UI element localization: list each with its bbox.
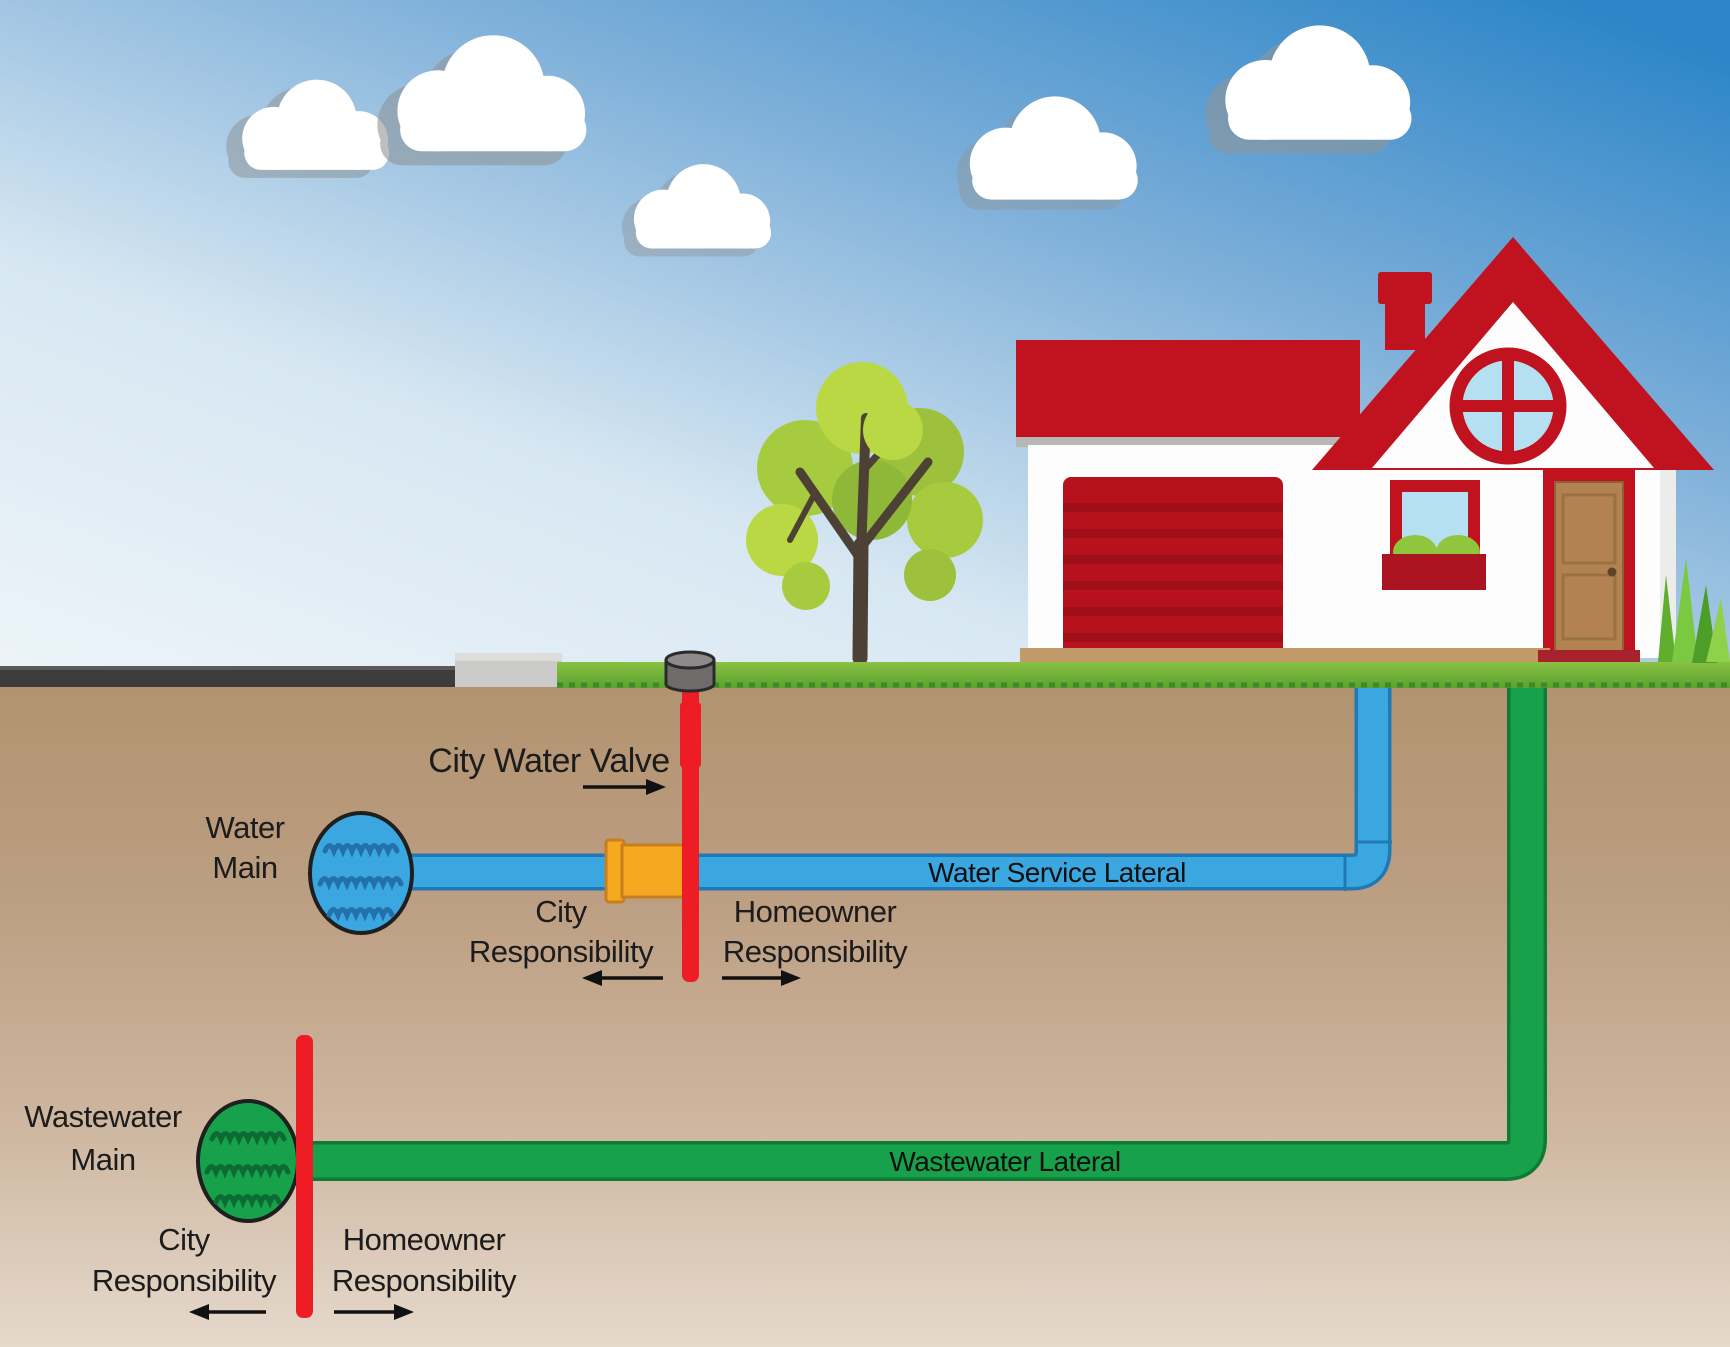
round-window: [1449, 347, 1567, 465]
front-door: [1543, 470, 1635, 658]
road-edge-highlight: [0, 666, 457, 670]
wastewater-lateral-pipe: [310, 688, 1547, 1181]
wastewater-divider-line: [296, 1035, 313, 1318]
pipe-elbow-seam: [1343, 840, 1392, 891]
city-water-valve-label: City Water Valve: [428, 742, 669, 780]
water-service-lateral-label: Water Service Lateral: [928, 857, 1186, 888]
garage-door: [1063, 477, 1283, 658]
water-homeowner-responsibility-line2: Responsibility: [723, 934, 908, 969]
water-city-left-arrow: [582, 970, 663, 986]
ww-homeowner-responsibility-line2: Responsibility: [332, 1263, 517, 1298]
chimney: [1378, 272, 1432, 350]
ww-city-responsibility-line1: City: [158, 1222, 210, 1257]
flower-box: [1382, 554, 1486, 590]
water-main-label-line2: Main: [212, 850, 277, 885]
wastewater-lateral-label: Wastewater Lateral: [889, 1146, 1120, 1177]
grass: [557, 662, 1730, 688]
water-main-label-line1: Water: [205, 810, 284, 845]
ground-dirt: [0, 686, 1730, 1347]
water-service-lateral-pipe: [404, 688, 1392, 891]
wastewater-main-label-line1: Wastewater: [24, 1099, 182, 1134]
water-city-responsibility-line2: Responsibility: [469, 934, 654, 969]
grass-tuft: [1658, 558, 1730, 663]
water-main-waves: [317, 843, 404, 922]
ww-homeowner-right-arrow: [334, 1304, 414, 1320]
wastewater-main-label-line2: Main: [70, 1142, 135, 1177]
garage-roof: [1016, 340, 1360, 437]
water-city-responsibility-line1: City: [535, 894, 587, 929]
water-main: [308, 811, 414, 935]
water-homeowner-right-arrow: [722, 970, 801, 986]
valve-cap: [664, 650, 716, 693]
driveway: [455, 653, 562, 687]
ww-city-left-arrow: [189, 1304, 266, 1320]
city-water-valve: [680, 686, 701, 982]
front-window: [1382, 480, 1486, 590]
tree: [746, 362, 983, 666]
ww-homeowner-responsibility-line1: Homeowner: [343, 1222, 506, 1257]
door-knob: [1607, 567, 1617, 577]
valve-pointer-arrow: [583, 779, 666, 795]
road: [0, 666, 457, 687]
wastewater-main: [196, 1099, 300, 1223]
wastewater-main-waves: [204, 1131, 291, 1209]
garage-eave-shadow: [1016, 437, 1352, 447]
water-homeowner-responsibility-line1: Homeowner: [734, 894, 897, 929]
ww-city-responsibility-line2: Responsibility: [92, 1263, 277, 1298]
house: [1016, 237, 1714, 658]
coupling: [604, 838, 686, 904]
tree-foliage: [746, 362, 983, 610]
tree-foliage-front: [863, 400, 923, 460]
